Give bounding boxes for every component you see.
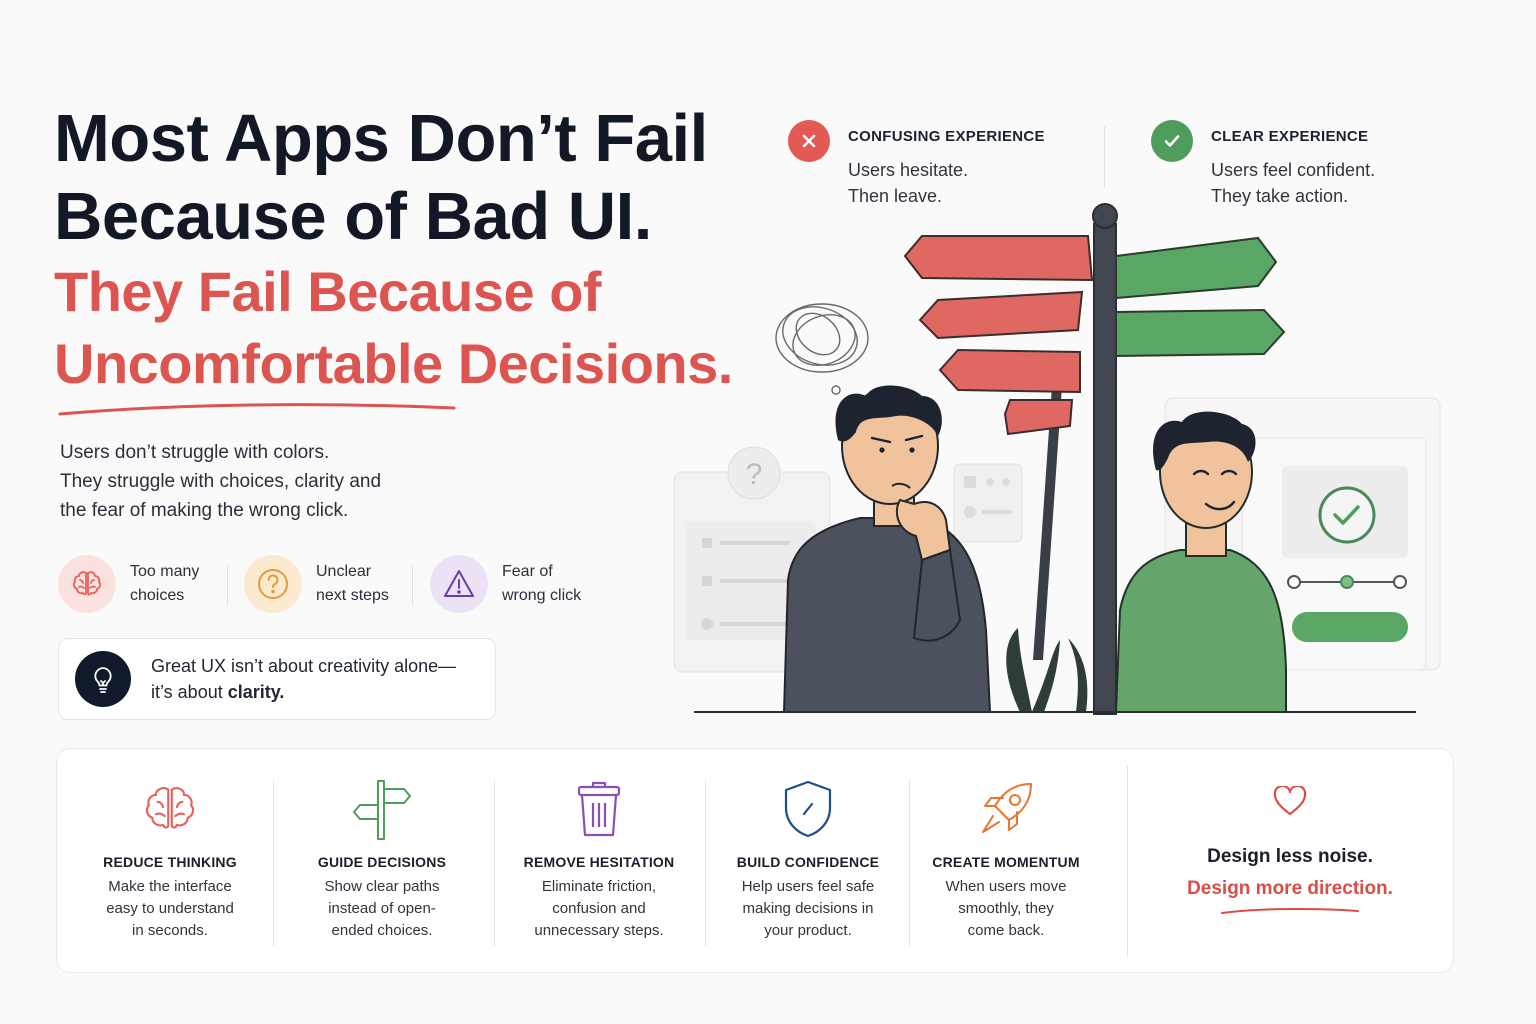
pillar-text: confusion and — [552, 900, 646, 917]
divider — [1104, 126, 1105, 188]
pillar-title: CREATE MOMENTUM — [932, 854, 1080, 870]
rocket-icon — [896, 776, 1116, 842]
pillar-remove-hesitation: REMOVE HESITATION Eliminate friction, co… — [489, 776, 709, 942]
headline-underline — [58, 403, 456, 416]
pillar-text: ended choices. — [331, 922, 433, 939]
clear-experience-body: Users feel confident. They take action. — [1211, 157, 1375, 209]
struggle-label: wrong click — [502, 587, 582, 604]
shield-check-icon — [698, 776, 918, 842]
tip-line-2: it’s about — [151, 682, 228, 702]
heart-icon — [1140, 786, 1440, 816]
confusing-experience-title: CONFUSING EXPERIENCE — [848, 128, 1045, 145]
pillar-reduce-thinking: REDUCE THINKING Make the interface easy … — [60, 776, 280, 942]
headline-line-4: Uncomfortable Decisions. — [54, 332, 733, 395]
lightbulb-icon — [75, 651, 131, 707]
pillar-guide-decisions: GUIDE DECISIONS Show clear paths instead… — [272, 776, 492, 942]
headline-line-2: Because of Bad UI. — [54, 179, 652, 254]
struggle-fear-of-wrong-click: Fear of wrong click — [430, 554, 581, 614]
struggle-label: choices — [130, 587, 185, 604]
divider — [273, 780, 274, 946]
brain-icon — [60, 776, 280, 842]
divider — [412, 566, 413, 606]
confident-user-figure — [1114, 411, 1287, 713]
headline-secondary: They Fail Because of Uncomfortable Decis… — [54, 256, 774, 400]
confusion-scribble — [775, 303, 869, 408]
pillar-text: When users move — [945, 878, 1067, 895]
pillar-create-momentum: CREATE MOMENTUM When users move smoothly… — [896, 776, 1116, 942]
tip-emphasis: clarity. — [227, 682, 285, 702]
pillar-text: smoothly, they — [958, 900, 1054, 917]
pillar-text: Eliminate friction, — [541, 878, 657, 895]
warning-icon — [430, 555, 488, 613]
closing-line-1: Design less noise. — [1207, 846, 1373, 867]
closing-underline — [1221, 907, 1359, 914]
check-icon — [1151, 120, 1193, 162]
intro-line-3: the fear of making the wrong click. — [60, 500, 349, 521]
intro-paragraph: Users don’t struggle with colors. They s… — [60, 438, 480, 525]
struggle-label: Fear of — [502, 563, 553, 580]
divider — [494, 780, 495, 946]
signpost-illustration: ? — [673, 203, 1441, 715]
confused-user-figure — [782, 385, 992, 713]
pillar-title: GUIDE DECISIONS — [317, 854, 447, 870]
intro-line-1: Users don’t struggle with colors. — [60, 442, 330, 463]
pillar-text: your product. — [764, 922, 852, 939]
pillar-text: Help users feel safe — [741, 878, 875, 895]
headline-line-1: Most Apps Don’t Fail — [54, 101, 708, 176]
divider — [909, 780, 910, 946]
divider — [227, 566, 228, 606]
closing-line-2: Design more direction. — [1187, 878, 1393, 899]
pillar-text: instead of open- — [328, 900, 436, 917]
confusing-experience-body: Users hesitate. Then leave. — [848, 157, 968, 209]
pillar-text: in seconds. — [132, 922, 208, 939]
x-icon — [788, 120, 830, 162]
pillar-title: REMOVE HESITATION — [523, 854, 675, 870]
struggle-unclear-next-steps: Unclear next steps — [244, 554, 389, 614]
divider — [1127, 766, 1128, 956]
signpost-icon — [272, 776, 492, 842]
red-direction-signs — [903, 235, 1094, 436]
struggle-too-many-choices: Too many choices — [58, 554, 199, 614]
pillar-text: come back. — [967, 922, 1045, 939]
closing-message: Design less noise. Design more direction… — [1140, 786, 1440, 916]
principles-panel — [56, 748, 1454, 973]
svg-text:?: ? — [746, 458, 763, 491]
confusing-screen-mockup: ? — [673, 446, 1023, 673]
question-icon — [244, 555, 302, 613]
struggle-label: Too many — [130, 563, 200, 580]
trash-icon — [489, 776, 709, 842]
pillar-build-confidence: BUILD CONFIDENCE Help users feel safe ma… — [698, 776, 918, 942]
pillar-title: REDUCE THINKING — [103, 854, 237, 870]
brain-icon — [58, 555, 116, 613]
confusing-line-1: Users hesitate. — [848, 160, 969, 180]
tip-line-1: Great UX isn’t about creativity alone— — [151, 656, 457, 676]
pillar-text: Make the interface — [108, 878, 232, 895]
struggle-label: Unclear — [316, 563, 372, 580]
clear-line-2: They take action. — [1211, 186, 1349, 206]
clarity-tip-card: Great UX isn’t about creativity alone— i… — [58, 638, 496, 720]
pillar-title: BUILD CONFIDENCE — [736, 854, 880, 870]
pillar-text: easy to understand — [106, 900, 234, 917]
struggle-label: next steps — [316, 587, 389, 604]
intro-line-2: They struggle with choices, clarity and — [60, 471, 382, 492]
confusing-line-2: Then leave. — [848, 186, 943, 206]
green-direction-signs — [1115, 236, 1286, 358]
pillar-text: Show clear paths — [324, 878, 440, 895]
headline-line-3: They Fail Because of — [54, 260, 602, 323]
divider — [705, 780, 706, 946]
headline-primary: Most Apps Don’t Fail Because of Bad UI. — [54, 100, 754, 256]
clear-experience-title: CLEAR EXPERIENCE — [1211, 128, 1369, 145]
clear-line-1: Users feel confident. — [1211, 160, 1376, 180]
pillar-text: unnecessary steps. — [534, 922, 664, 939]
pillar-text: making decisions in — [742, 900, 874, 917]
